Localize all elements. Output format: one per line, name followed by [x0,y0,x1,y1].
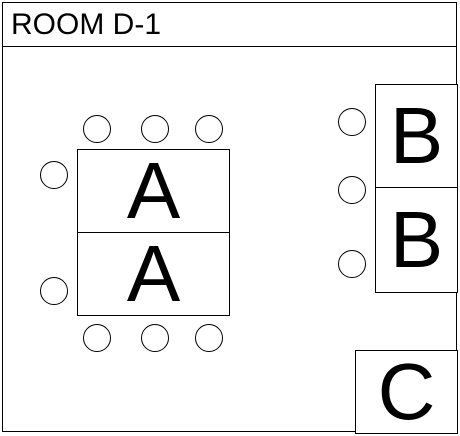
chair-a-left-1 [40,161,68,189]
chair-a-bottom-1 [83,324,111,352]
table-a-bottom: A [77,232,230,316]
table-c-label: C [377,347,436,436]
title-bar: ROOM D-1 [3,3,456,47]
table-b-bottom: B [375,187,458,293]
room-title: ROOM D-1 [11,8,161,41]
chair-b-1 [338,108,366,136]
chair-a-bottom-2 [141,324,169,352]
table-c: C [355,350,458,434]
room-outline: ROOM D-1 [2,2,457,432]
chair-a-top-3 [195,115,223,143]
chair-a-top-1 [83,115,111,143]
chair-a-left-2 [40,277,68,305]
chair-a-bottom-3 [195,324,223,352]
chair-b-3 [338,250,366,278]
chair-a-top-2 [141,115,169,143]
chair-b-2 [338,176,366,204]
table-b-bottom-label: B [389,195,444,284]
table-a-top-label: A [126,146,181,235]
table-a-bottom-label: A [126,229,181,318]
table-b-top: B [375,84,458,188]
table-a-top: A [77,149,230,233]
table-b-top-label: B [389,91,444,180]
